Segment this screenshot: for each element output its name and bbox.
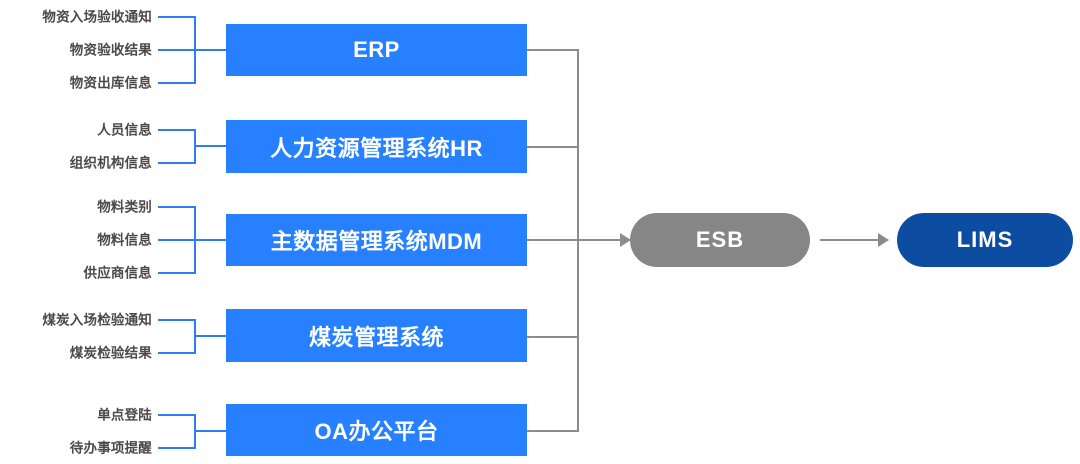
input-label: 煤炭检验结果 bbox=[69, 345, 152, 361]
hub-stub bbox=[527, 146, 579, 148]
hub-stub bbox=[527, 336, 579, 338]
system-box-erp[interactable]: ERP bbox=[226, 24, 527, 76]
hub-stub bbox=[527, 239, 579, 241]
bracket-stub bbox=[158, 352, 196, 354]
hub-stub bbox=[527, 430, 579, 432]
bracket-stub bbox=[158, 206, 196, 208]
bracket-stub bbox=[158, 162, 196, 164]
input-label: 待办事项提醒 bbox=[69, 440, 152, 456]
system-box-mdm[interactable]: 主数据管理系统MDM bbox=[226, 214, 527, 266]
bracket-stub bbox=[158, 16, 196, 18]
bracket-stub bbox=[158, 272, 196, 274]
system-box-coal[interactable]: 煤炭管理系统 bbox=[226, 309, 527, 362]
bracket-trunk bbox=[194, 335, 228, 337]
bracket-trunk bbox=[194, 145, 228, 147]
input-label: 物资验收结果 bbox=[69, 42, 152, 58]
input-label: 物料信息 bbox=[97, 232, 152, 248]
esb-arrow-head bbox=[620, 233, 631, 247]
lims-arrow-head bbox=[878, 233, 889, 247]
system-box-hr[interactable]: 人力资源管理系统HR bbox=[226, 120, 527, 173]
input-label: 物资出库信息 bbox=[69, 75, 152, 91]
input-label: 煤炭入场检验通知 bbox=[42, 312, 152, 328]
esb-node[interactable]: ESB bbox=[630, 213, 810, 267]
input-label: 组织机构信息 bbox=[69, 155, 152, 171]
input-label: 物料类别 bbox=[97, 199, 152, 215]
bracket-trunk bbox=[194, 49, 228, 51]
bracket-stub bbox=[158, 239, 196, 241]
bracket-stub bbox=[158, 129, 196, 131]
bracket-stub bbox=[158, 82, 196, 84]
lims-arrow-line bbox=[820, 239, 880, 241]
system-box-oa[interactable]: OA办公平台 bbox=[226, 404, 527, 456]
bracket-stub bbox=[158, 447, 196, 449]
esb-arrow-line bbox=[577, 239, 623, 241]
input-label: 供应商信息 bbox=[83, 265, 152, 281]
bracket-trunk bbox=[194, 430, 228, 432]
input-label: 人员信息 bbox=[97, 122, 152, 138]
input-label: 物资入场验收通知 bbox=[42, 9, 152, 25]
bracket-trunk bbox=[194, 239, 228, 241]
lims-node[interactable]: LIMS bbox=[897, 213, 1073, 267]
bracket-stub bbox=[158, 49, 196, 51]
bracket-stub bbox=[158, 319, 196, 321]
bracket-stub bbox=[158, 414, 196, 416]
input-label: 单点登陆 bbox=[97, 407, 152, 423]
hub-stub bbox=[527, 49, 579, 51]
